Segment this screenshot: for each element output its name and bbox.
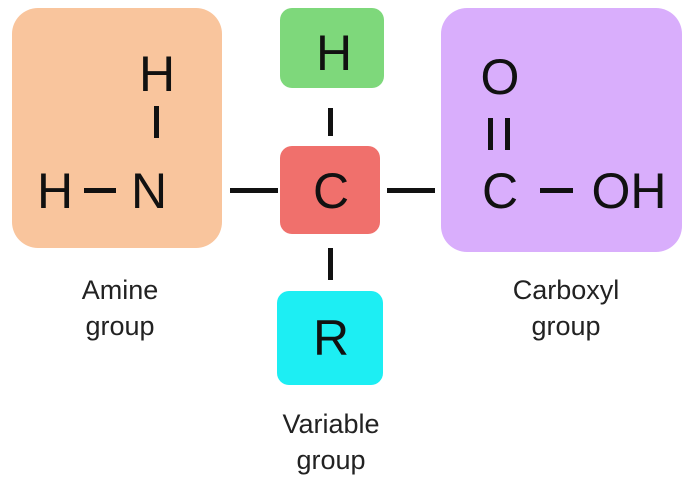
c-oh-bond: [540, 188, 573, 193]
h-n-horizontal-bond: [84, 188, 116, 193]
amine-hydrogen-top: H: [138, 46, 176, 102]
variable-label-line1: Variable: [282, 409, 380, 439]
c-o-double-bond-left: [488, 118, 493, 150]
carbon-box: [280, 146, 380, 234]
c-o-double-bond-right: [505, 118, 510, 150]
carboxyl-hydroxyl: OH: [591, 163, 667, 219]
carboxyl-carbon: C: [481, 163, 519, 219]
amine-label-line2: group: [85, 311, 155, 341]
amine-nitrogen: N: [130, 163, 168, 219]
hydrogen-box: [280, 8, 384, 88]
variable-r-group: R: [312, 310, 350, 366]
amine-hydrogen-left: H: [36, 163, 74, 219]
amine-group-label: Amine group: [40, 272, 200, 344]
variable-label-line2: group: [296, 445, 366, 475]
c-carboxyl-bond: [387, 188, 435, 193]
carboxyl-group-label: Carboxyl group: [486, 272, 646, 344]
c-r-bond: [328, 248, 333, 280]
amine-group-box: [12, 8, 222, 248]
variable-group-label: Variable group: [250, 406, 412, 478]
h-c-bond: [328, 108, 333, 136]
carboxyl-group-box: [441, 8, 682, 252]
carboxyl-oxygen: O: [480, 49, 520, 105]
h-n-vertical-bond: [154, 106, 159, 138]
variable-group-box: [277, 291, 383, 385]
amine-label-line1: Amine: [81, 275, 159, 305]
carboxyl-label-line1: Carboxyl: [512, 275, 620, 305]
central-hydrogen: H: [315, 25, 353, 81]
n-c-bond: [230, 188, 278, 193]
alpha-carbon: C: [312, 163, 350, 219]
carboxyl-label-line2: group: [531, 311, 601, 341]
